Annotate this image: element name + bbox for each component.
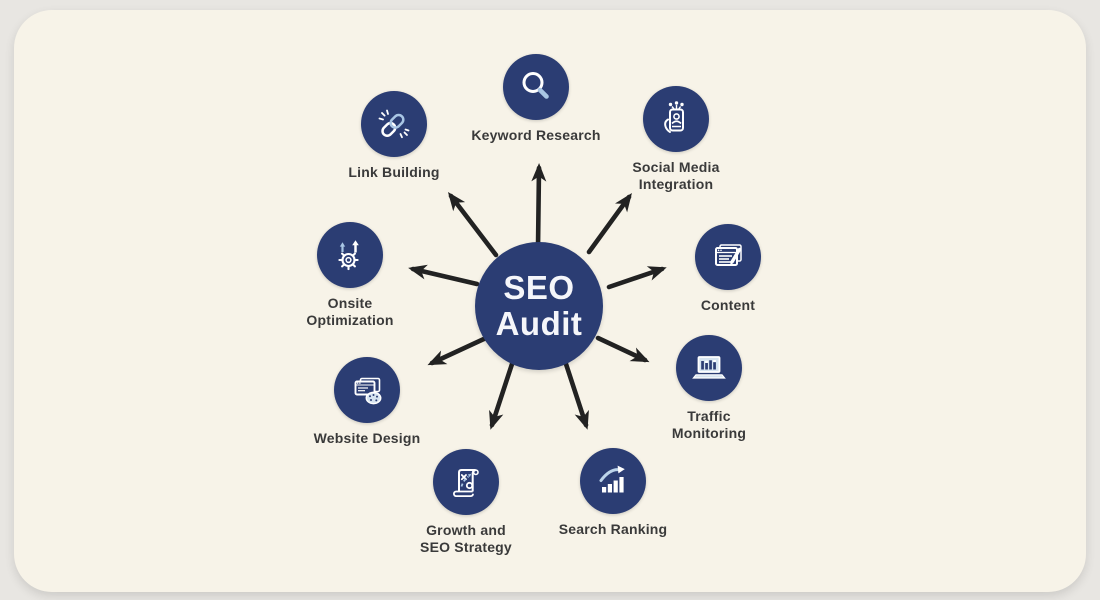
node-link-building: Link Building xyxy=(309,91,479,181)
node-social-media-integration: Social Media Integration xyxy=(591,86,761,192)
document-pencil-icon xyxy=(715,244,742,266)
arrow-to-link-building xyxy=(447,192,499,258)
node-label: Website Design xyxy=(313,430,421,446)
arrow-to-keyword-research xyxy=(531,163,547,251)
node-traffic-monitoring: Traffic Monitoring xyxy=(624,335,794,441)
node-label: Traffic Monitoring xyxy=(671,408,747,441)
node-keyword-research: Keyword Research xyxy=(451,54,621,144)
rising-bars-arrow-icon xyxy=(599,465,625,493)
hub-label: SEO Audit xyxy=(495,269,583,342)
growth-seo-strategy-circle xyxy=(433,449,499,515)
node-growth-seo-strategy: Growth and SEO Strategy xyxy=(381,449,551,555)
arrow-to-social-media-integration xyxy=(586,192,632,255)
keyword-research-circle xyxy=(503,54,569,120)
node-onsite-optimization: Onsite Optimization xyxy=(265,222,435,328)
onsite-optimization-circle xyxy=(317,222,383,288)
node-content: Content xyxy=(643,224,813,314)
arrow-to-onsite-optimization xyxy=(408,264,480,287)
node-search-ranking: Search Ranking xyxy=(528,448,698,538)
laptop-bar-chart-icon xyxy=(692,356,726,379)
node-label: Social Media Integration xyxy=(632,159,720,192)
node-website-design: Website Design xyxy=(282,357,452,447)
arrow-to-search-ranking xyxy=(563,361,589,430)
content-circle xyxy=(695,224,761,290)
node-label: Link Building xyxy=(348,164,440,180)
node-label: Keyword Research xyxy=(471,127,601,143)
arrow-to-content xyxy=(606,266,667,290)
search-ranking-circle xyxy=(580,448,646,514)
browser-palette-icon xyxy=(354,377,382,405)
arrow-to-traffic-monitoring xyxy=(595,335,650,363)
node-label: Content xyxy=(700,297,756,313)
chain-link-icon xyxy=(378,109,410,139)
node-label: Onsite Optimization xyxy=(306,295,394,328)
social-media-circle xyxy=(643,86,709,152)
arrow-to-growth-seo-strategy xyxy=(489,361,515,430)
node-label: Search Ranking xyxy=(558,521,668,537)
arrow-to-website-design xyxy=(427,335,489,366)
traffic-monitoring-circle xyxy=(676,335,742,401)
magnifier-icon xyxy=(522,72,549,99)
gear-up-arrows-icon xyxy=(338,240,359,271)
node-label: Growth and SEO Strategy xyxy=(420,522,512,555)
hub-seo-audit: SEO Audit xyxy=(475,242,603,370)
link-building-circle xyxy=(361,91,427,157)
website-design-circle xyxy=(334,357,400,423)
phone-in-hand-icon xyxy=(664,101,684,133)
strategy-scroll-icon xyxy=(453,469,479,497)
